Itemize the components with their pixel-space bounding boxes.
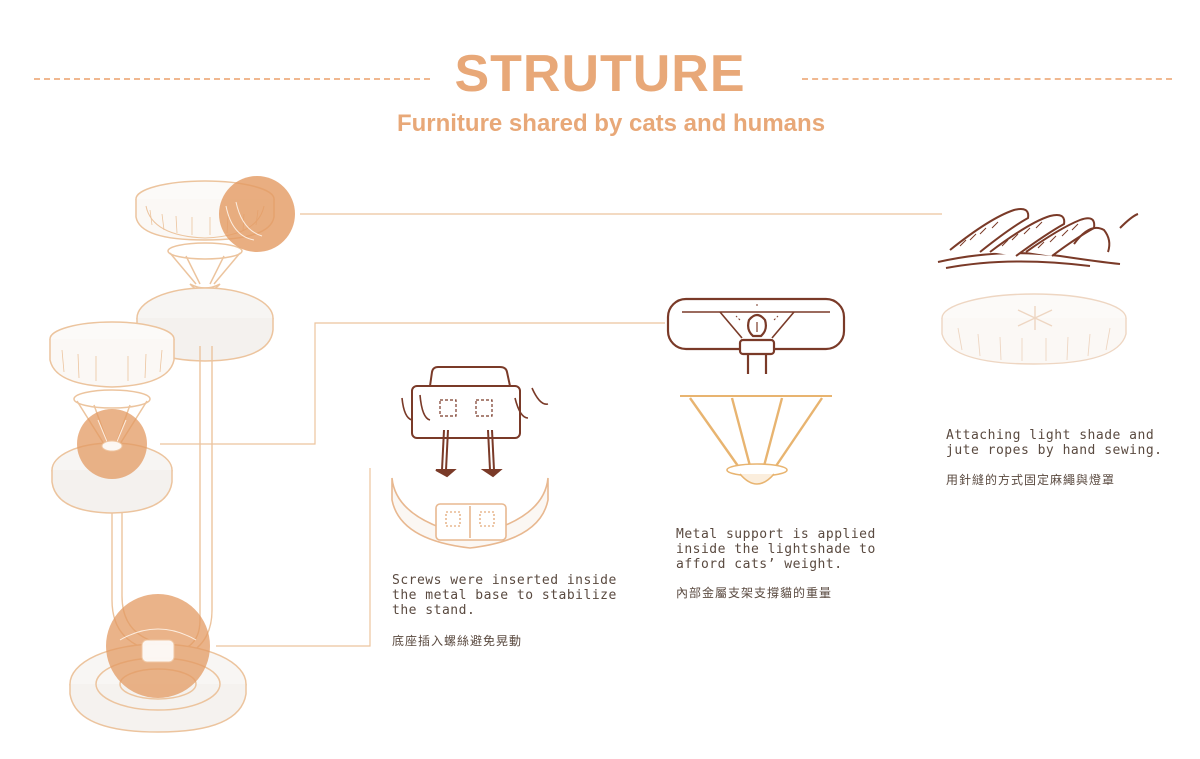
support-caption: Metal support is applied inside the ligh… — [676, 527, 876, 572]
support-caption-zh: 內部金屬支架支撐貓的重量 — [676, 586, 833, 600]
page-subtitle: Furniture shared by cats and humans — [396, 110, 826, 137]
left-dashed-rule — [34, 78, 430, 80]
support-caption-line: afford cats’ weight. — [676, 557, 843, 572]
lampshade-frame-detail — [666, 297, 846, 374]
screws-caption-zh: 底座插入螺絲避免晃動 — [392, 634, 523, 648]
screws-caption-line: the metal base to stabilize — [392, 588, 617, 603]
rope-highlight-circle — [219, 176, 295, 252]
support-caption-line: Metal support is applied — [676, 527, 876, 542]
middle-cushion — [49, 321, 175, 388]
rope-caption-line: jute ropes by hand sewing. — [946, 443, 1163, 458]
connector-bottom — [216, 468, 371, 647]
callout-connectors — [160, 213, 942, 647]
page-title: STRUTURE — [454, 45, 746, 103]
screws-caption-line: the stand. — [392, 603, 476, 618]
rope-caption-line: Attaching light shade and — [946, 428, 1155, 443]
rope-caption-zh: 用針縫的方式固定麻繩與燈罩 — [946, 473, 1116, 487]
screws-detail — [401, 366, 549, 478]
connector-middle — [160, 322, 665, 445]
rope-cushion-detail — [941, 293, 1127, 365]
right-dashed-rule — [802, 78, 1172, 80]
top-lamp-cone — [167, 242, 243, 293]
screws-caption: Screws were inserted inside the metal ba… — [392, 573, 617, 618]
base-section-detail — [391, 477, 549, 549]
jute-rope-detail — [937, 208, 1139, 269]
metal-support-detail — [680, 395, 832, 485]
rope-caption: Attaching light shade and jute ropes by … — [946, 428, 1163, 458]
highlight-overlay-details — [97, 201, 263, 663]
screws-caption-line: Screws were inserted inside — [392, 573, 617, 588]
support-caption-line: inside the lightshade to — [676, 542, 876, 557]
